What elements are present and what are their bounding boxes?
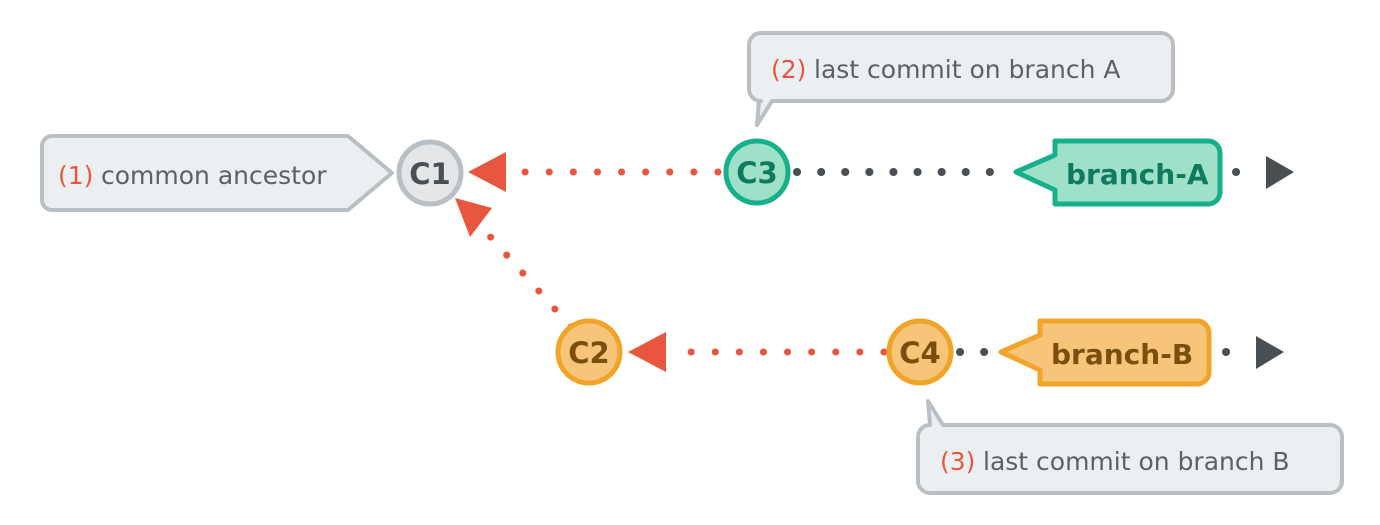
commit-node-c3[interactable]: C3 bbox=[723, 138, 791, 206]
branch-tag-branch-b[interactable]: branch-B bbox=[998, 318, 1212, 387]
branch-b-label: branch-B bbox=[1051, 338, 1193, 371]
commit-c2-label: C2 bbox=[568, 336, 609, 370]
connector-branch-b-trailing bbox=[1222, 336, 1284, 369]
connector-branch-a-trailing bbox=[1232, 156, 1294, 189]
commit-node-c4[interactable]: C4 bbox=[886, 318, 954, 386]
callout-2-number: (2) bbox=[771, 55, 806, 84]
commit-c1-label: C1 bbox=[409, 157, 450, 191]
commit-node-c1[interactable]: C1 bbox=[396, 139, 464, 207]
callout-3-text: last commit on branch B bbox=[983, 447, 1290, 476]
branch-tag-branch-a[interactable]: branch-A bbox=[1013, 138, 1223, 207]
callout-2-text: last commit on branch A bbox=[814, 55, 1121, 84]
arrow-c2-to-c1 bbox=[455, 198, 575, 331]
callout-1-text: common ancestor bbox=[101, 161, 327, 190]
commit-node-c2[interactable]: C2 bbox=[555, 318, 623, 386]
callout-3-number: (3) bbox=[940, 447, 975, 476]
callout-common-ancestor: (1) common ancestor bbox=[40, 134, 394, 212]
callout-last-commit-branch-a: (2) last commit on branch A bbox=[747, 31, 1175, 127]
commit-c4-label: C4 bbox=[899, 336, 940, 370]
arrow-c4-to-c2 bbox=[628, 332, 888, 372]
callout-1-number: (1) bbox=[58, 161, 93, 190]
callout-last-commit-branch-b: (3) last commit on branch B bbox=[916, 399, 1344, 495]
arrow-c3-to-c1 bbox=[468, 152, 722, 192]
branch-a-label: branch-A bbox=[1066, 158, 1209, 191]
commit-c3-label: C3 bbox=[736, 156, 777, 190]
